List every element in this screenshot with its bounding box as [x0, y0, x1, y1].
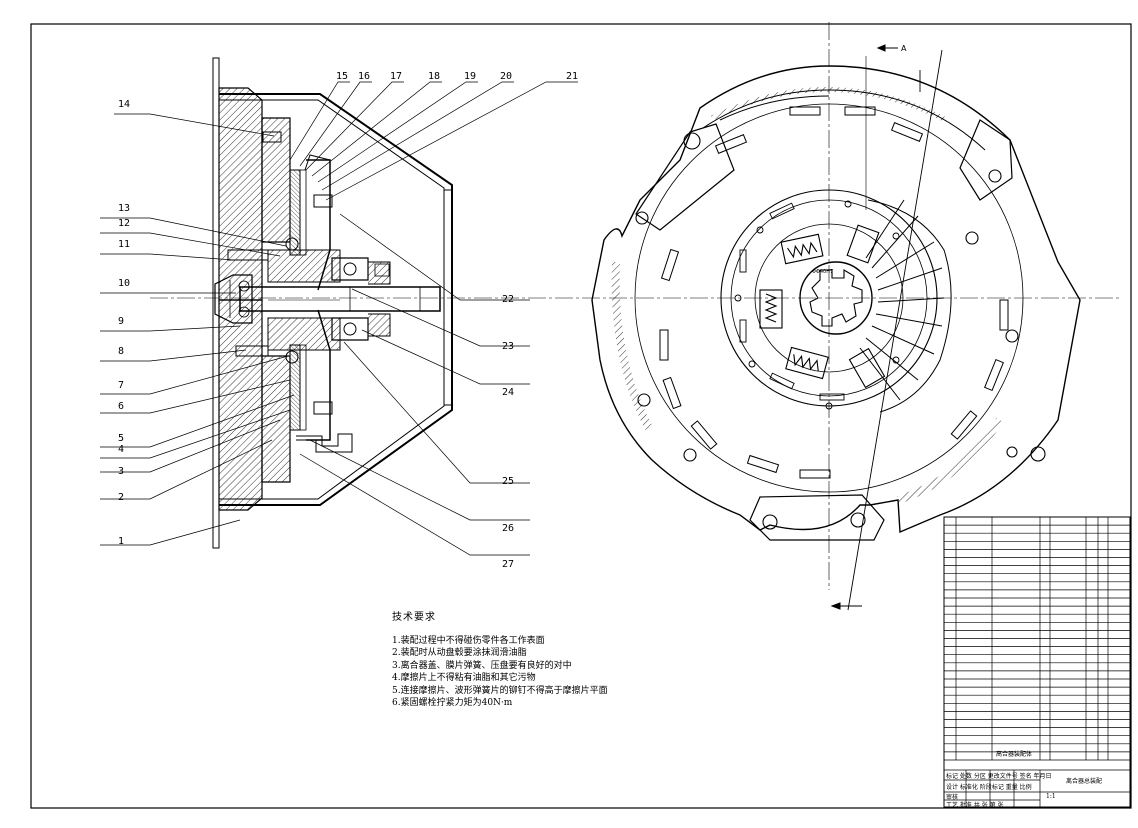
part-balloon-2: 2 — [118, 492, 124, 503]
part-balloon-4: 4 — [118, 444, 124, 455]
tech-requirement-item: 1.装配过程中不得碰伤零件各工作表面 — [392, 635, 545, 646]
part-balloon-9: 9 — [118, 316, 124, 327]
tech-requirement-item: 4.摩擦片上不得粘有油脂和其它污物 — [392, 673, 536, 683]
part-balloon-21: 21 — [566, 71, 578, 82]
part-balloon-5: 5 — [118, 433, 124, 444]
part-balloon-15: 15 — [336, 71, 348, 82]
tech-requirements-heading: 技术要求 — [392, 612, 436, 623]
part-balloon-6: 6 — [118, 401, 124, 412]
front-view — [591, 22, 1081, 611]
tech-requirement-item: 5.连接摩擦片、波形弹簧片的铆钉不得高于摩擦片平面 — [392, 685, 608, 696]
signature-row-2: 设计 标准化 阶段标记 重量 比例 — [946, 784, 1032, 791]
part-balloon-19: 19 — [464, 71, 476, 82]
part-balloon-10: 10 — [118, 278, 130, 289]
leader-lines-left — [100, 113, 295, 546]
part-balloon-25: 25 — [502, 476, 514, 487]
tech-requirements: 技术要求 1.装配过程中不得碰伤零件各工作表面 2.装配时从动盘毂要涂抹润滑油脂… — [392, 612, 608, 710]
part-balloon-11: 11 — [118, 239, 130, 250]
signature-row-4: 工艺 批准 共 张 第 张 — [946, 802, 1004, 809]
scale-value: 1:1 — [1046, 793, 1056, 800]
drawing-title: 离合器总装配 — [1066, 778, 1103, 785]
leader-lines-top — [289, 81, 578, 201]
part-balloon-26: 26 — [502, 523, 514, 534]
signature-row-1: 标记 处数 分区 更改文件号 签名 年月日 — [946, 773, 1052, 780]
leader-lines-right — [299, 213, 530, 556]
part-balloon-18: 18 — [428, 71, 440, 82]
part-balloon-1: 1 — [118, 536, 124, 547]
part-balloon-7: 7 — [118, 380, 124, 391]
title-block — [943, 516, 1131, 808]
section-marker-label: A — [901, 44, 907, 53]
spline-label: ΦΦ40H7 — [812, 269, 833, 275]
part-balloon-16: 16 — [358, 71, 370, 82]
signature-row-3: 审核 — [946, 794, 959, 801]
part-balloon-14: 14 — [118, 99, 130, 110]
part-balloon-3: 3 — [118, 466, 124, 477]
part-balloon-8: 8 — [118, 346, 124, 357]
tech-requirement-item: 6.紧固螺栓拧紧力矩为40N·m — [392, 698, 513, 708]
part-balloon-22: 22 — [502, 294, 514, 305]
sheet-border — [30, 23, 1132, 809]
tech-requirement-item: 3.离合器盖、膜片弹簧、压盘要有良好的对中 — [392, 660, 572, 671]
part-balloon-17: 17 — [390, 71, 402, 82]
part-balloon-24: 24 — [502, 387, 514, 398]
part-balloon-20: 20 — [500, 71, 512, 82]
bom-last-row: 高合器装配体 — [996, 751, 1033, 758]
part-balloon-27: 27 — [502, 559, 514, 570]
part-balloon-12: 12 — [118, 218, 130, 229]
part-balloon-13: 13 — [118, 203, 130, 214]
part-balloon-23: 23 — [502, 341, 514, 352]
tech-requirement-item: 2.装配时从动盘毂要涂抹润滑油脂 — [392, 648, 527, 658]
